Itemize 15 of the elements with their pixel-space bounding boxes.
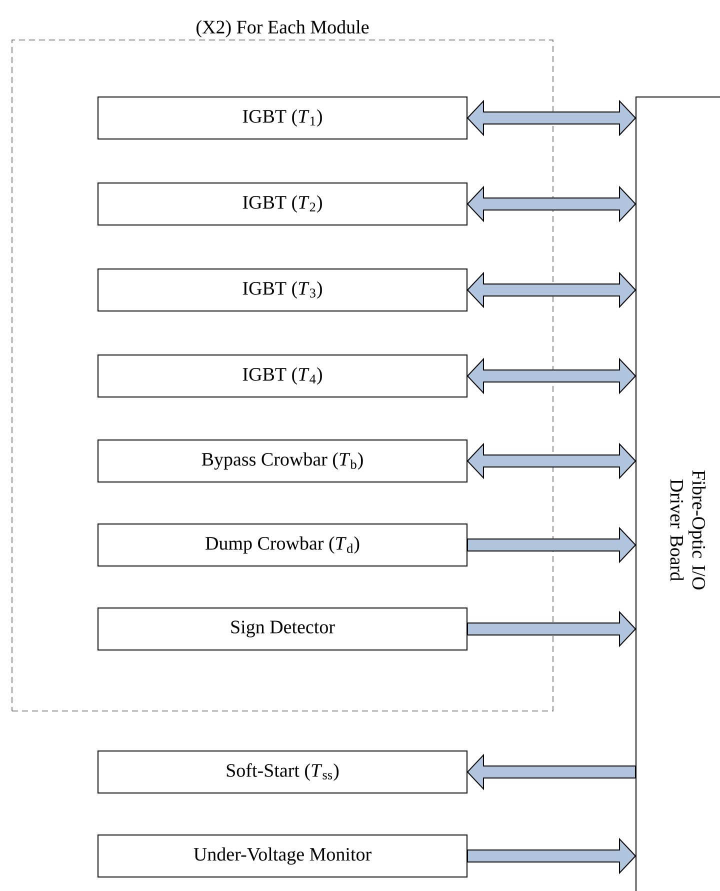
component-box: IGBT (T$_{3}$) bbox=[98, 268, 468, 312]
component-box: Dump Crowbar (T$_{d}$) bbox=[98, 524, 468, 566]
component-box: IGBT (T$_{2}$) bbox=[98, 182, 468, 226]
driver-board-box: Fibre-Optic I/O Driver Board bbox=[636, 96, 720, 891]
component-box: Under-Voltage Monitor bbox=[98, 834, 468, 878]
component-box: IGBT (T$_{4}$) bbox=[98, 354, 468, 398]
block-arrow bbox=[466, 754, 636, 790]
node-label: (X2) For Each Module bbox=[196, 20, 369, 38]
block-arrow bbox=[467, 610, 636, 648]
component-box: Soft-Start (T$_{ss}$) bbox=[98, 750, 468, 794]
component-box: IGBT (T$_{1}$) bbox=[98, 96, 468, 140]
block-arrow bbox=[467, 526, 636, 564]
block-arrow bbox=[467, 838, 636, 874]
component-box: Sign Detector bbox=[98, 608, 468, 650]
component-box: Bypass Crowbar (T$_{b}$) bbox=[98, 440, 468, 482]
